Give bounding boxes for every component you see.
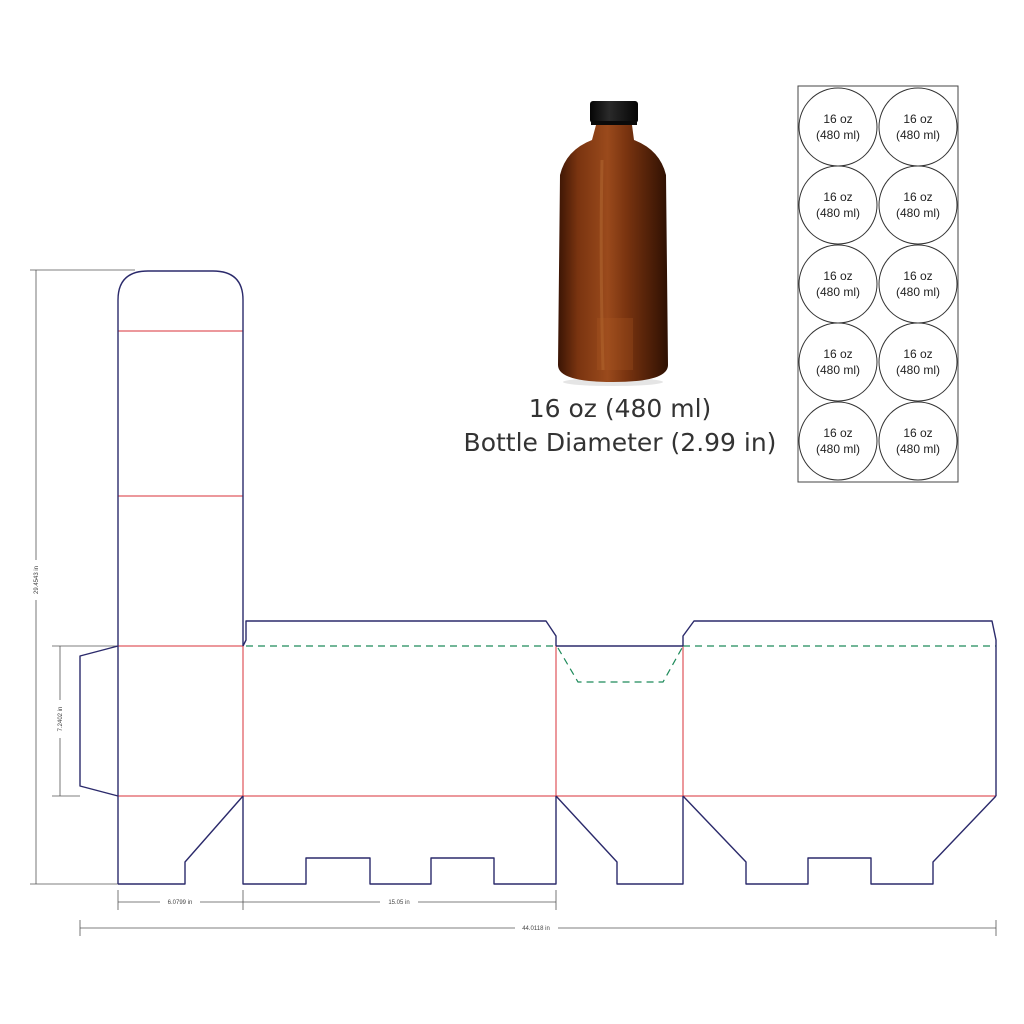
- label-sheet: 16 oz (480 ml) 16 oz (480 ml) 16 oz (480 ml) 1…: [797, 85, 959, 483]
- label-volume-text: (480 ml): [896, 363, 940, 377]
- dim-total-width: 44.0118 in: [522, 926, 550, 932]
- label-volume-text: (480 ml): [896, 442, 940, 456]
- bottle-size-caption: 16 oz (480 ml): [528, 394, 712, 423]
- label-size-text: 16 oz: [823, 347, 852, 361]
- label-circle: [878, 322, 958, 402]
- label-circle: [878, 401, 958, 481]
- label-circle: [798, 165, 878, 245]
- label-circle: [878, 165, 958, 245]
- label-size-text: 16 oz: [823, 269, 852, 283]
- label-volume-text: (480 ml): [816, 442, 860, 456]
- label-circle: [878, 244, 958, 324]
- label-size-text: 16 oz: [823, 190, 852, 204]
- dim-side-height: 7.2402 in: [58, 707, 64, 732]
- dim-front-width: 15.05 in: [388, 900, 409, 906]
- label-circle: [798, 322, 878, 402]
- dimension-lines: [30, 269, 997, 936]
- label-size-text: 16 oz: [903, 190, 932, 204]
- perforation-lines: [246, 645, 996, 683]
- bottle-diameter-caption: Bottle Diameter (2.99 in): [463, 428, 777, 457]
- label-volume-text: (480 ml): [896, 285, 940, 299]
- label-size-text: 16 oz: [823, 426, 852, 440]
- label-volume-text: (480 ml): [896, 206, 940, 220]
- cut-lines: [79, 270, 997, 885]
- label-volume-text: (480 ml): [816, 128, 860, 142]
- label-size-text: 16 oz: [903, 347, 932, 361]
- label-size-text: 16 oz: [823, 112, 852, 126]
- label-volume-text: (480 ml): [816, 206, 860, 220]
- label-circle: [798, 87, 878, 167]
- label-volume-text: (480 ml): [816, 363, 860, 377]
- label-circle: [798, 401, 878, 481]
- label-size-text: 16 oz: [903, 269, 932, 283]
- dim-panel-width: 6.0799 in: [168, 900, 193, 906]
- dim-total-height: 29.4543 in: [34, 566, 40, 594]
- label-size-text: 16 oz: [903, 112, 932, 126]
- label-volume-text: (480 ml): [896, 128, 940, 142]
- label-size-text: 16 oz: [903, 426, 932, 440]
- label-volume-text: (480 ml): [816, 285, 860, 299]
- amber-glass-bottle-icon: [558, 101, 668, 386]
- label-circle: [798, 244, 878, 324]
- label-circle: [878, 87, 958, 167]
